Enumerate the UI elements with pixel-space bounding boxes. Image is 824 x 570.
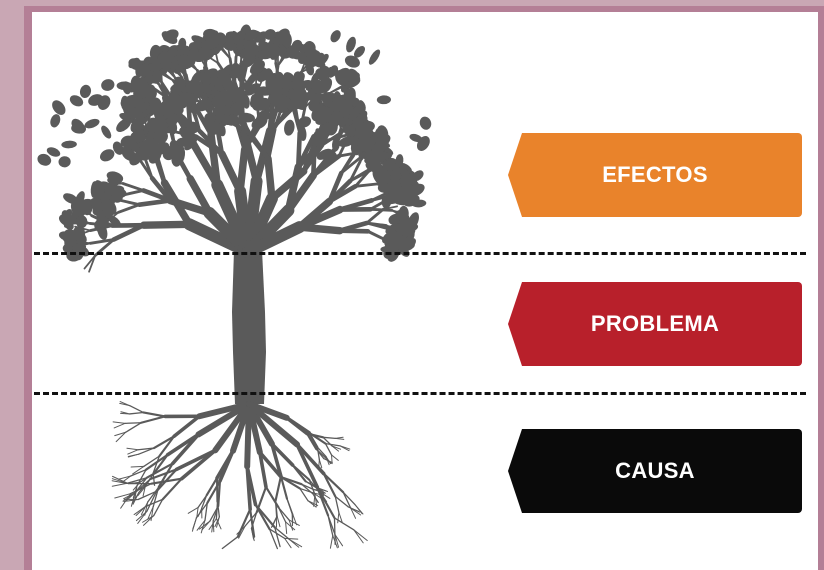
tree-icon xyxy=(37,24,432,550)
effects-label: EFECTOS xyxy=(602,162,708,187)
roots-icon xyxy=(111,401,368,550)
separator-line-effects-problem xyxy=(34,252,806,255)
tree-trunk xyxy=(232,250,266,404)
separator-line-problem-cause xyxy=(34,392,806,395)
cause-tag: CAUSA xyxy=(508,429,802,513)
effects-tag: EFECTOS xyxy=(508,133,802,217)
tree-leaves xyxy=(37,24,432,262)
problem-label: PROBLEMA xyxy=(590,311,720,336)
cause-label: CAUSA xyxy=(615,458,695,483)
problem-tag: PROBLEMA xyxy=(508,282,802,366)
